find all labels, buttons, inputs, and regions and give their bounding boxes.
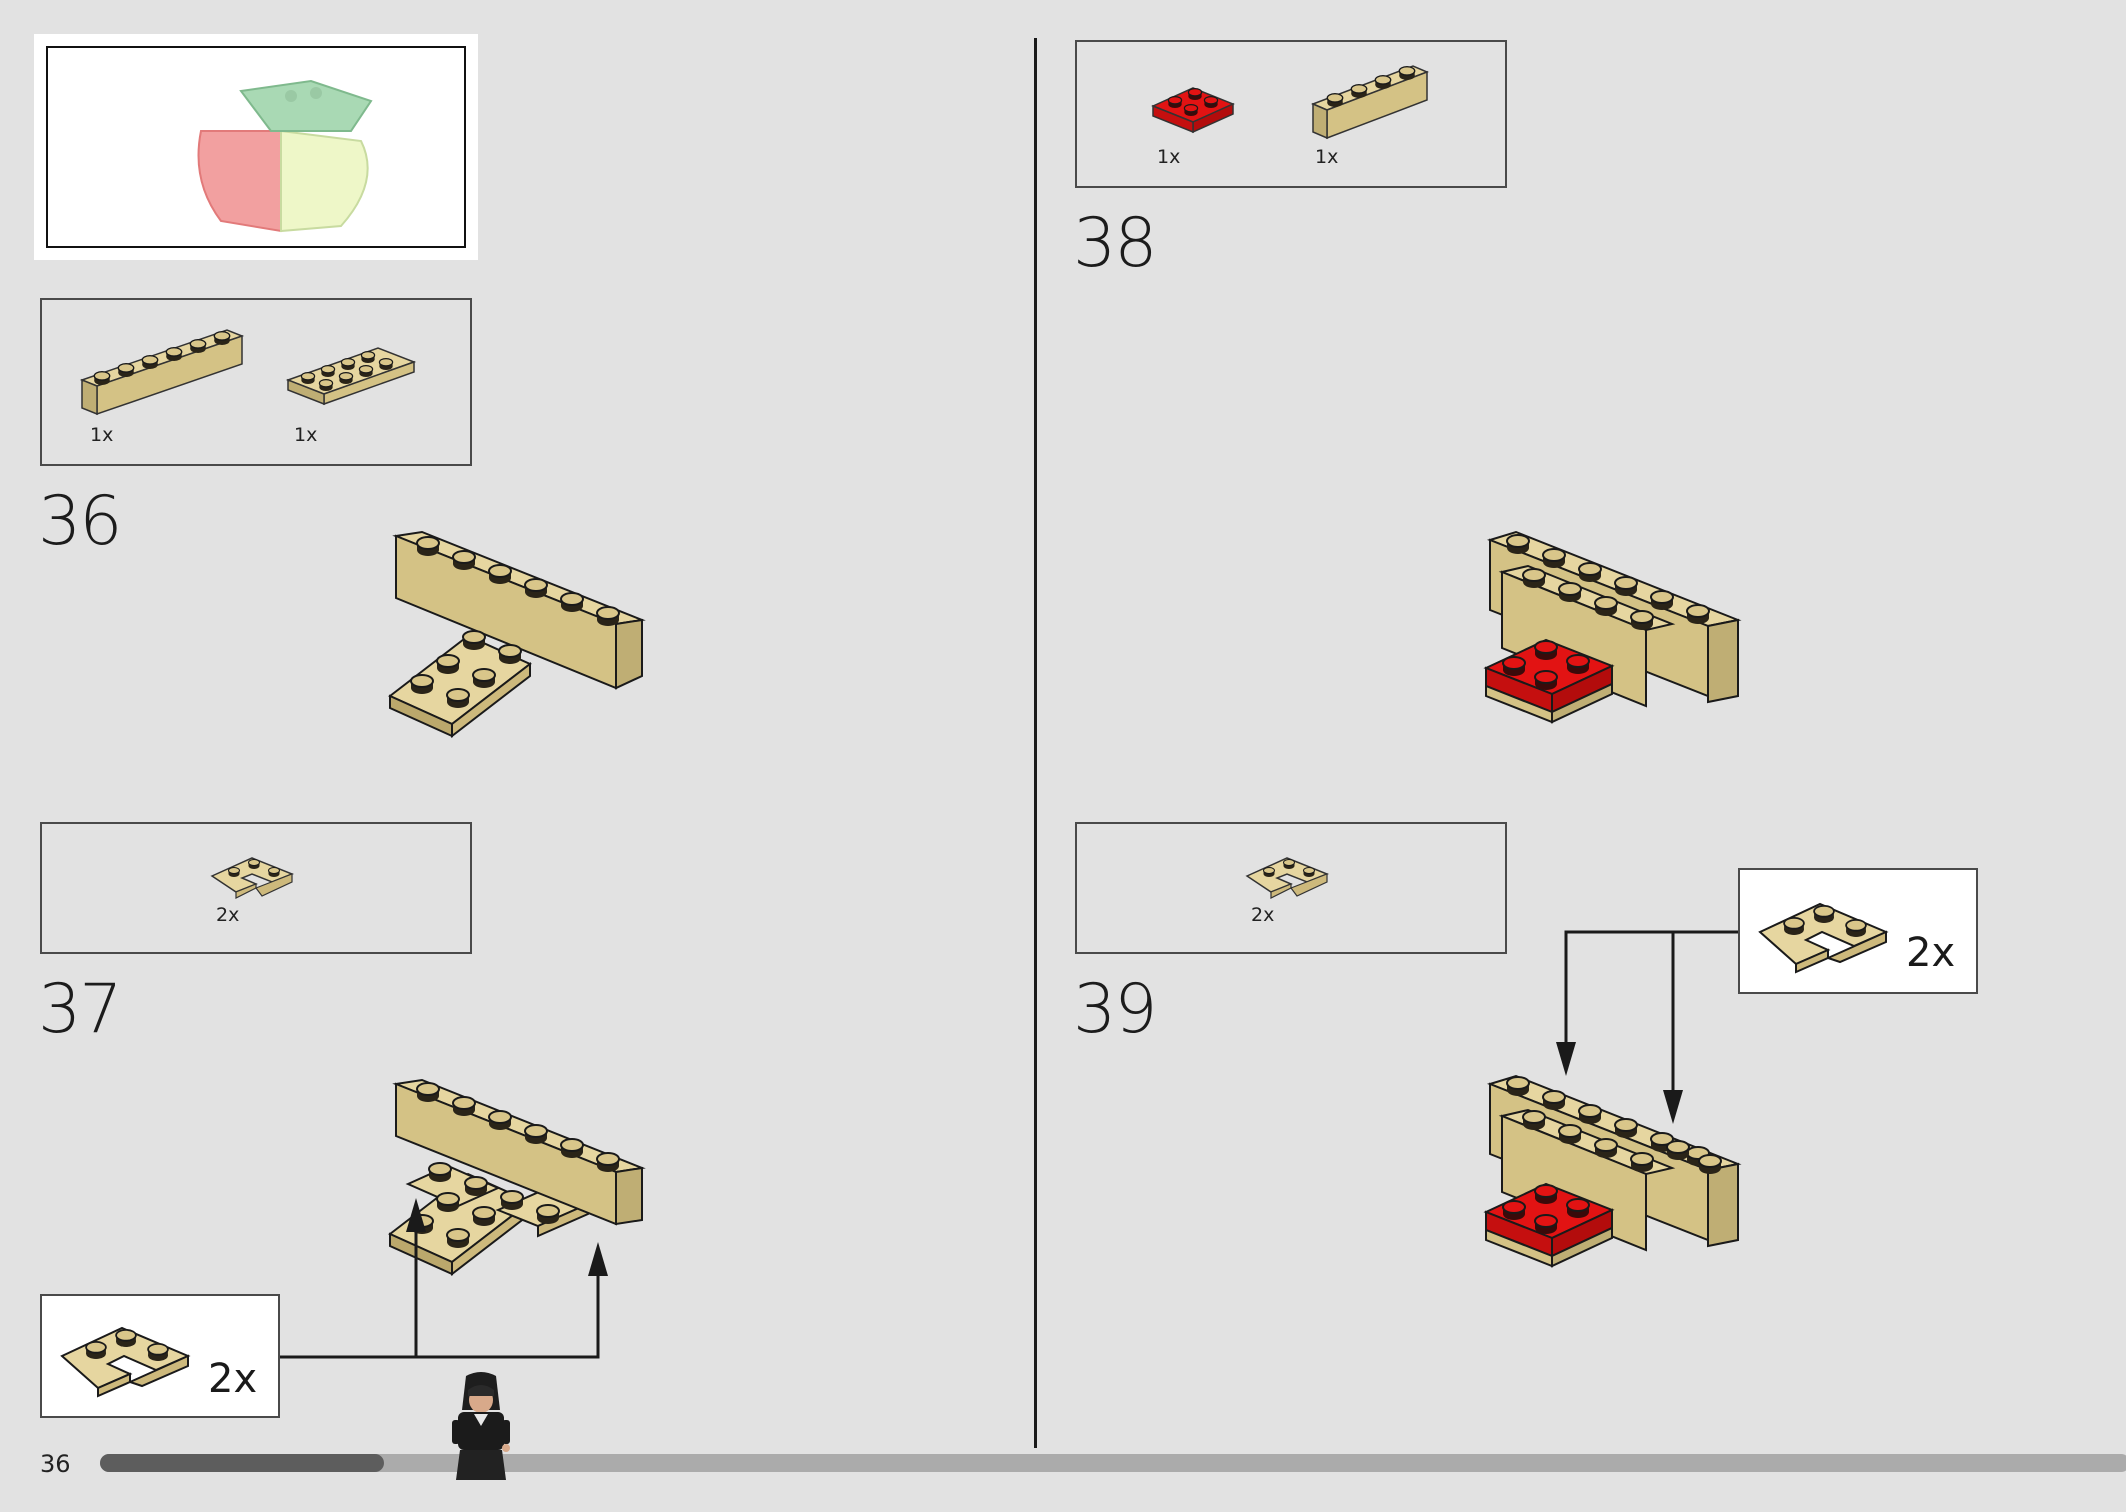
part-qty: 1x xyxy=(294,424,318,446)
callout-part-image xyxy=(60,1326,191,1398)
page-divider xyxy=(1034,38,1037,1448)
step-number-38: 38 xyxy=(1073,204,1158,283)
step-37-assembly-image xyxy=(388,1078,646,1277)
part-image-tan-1x6-brick xyxy=(79,329,245,416)
minifigure-progress-marker xyxy=(452,1372,510,1480)
parts-box-step-39: 2x xyxy=(1075,822,1507,954)
step-39-assembly-image xyxy=(1483,1074,1742,1268)
progress-bar-fill xyxy=(100,1454,384,1472)
callout-box-step-39: 2x xyxy=(1738,868,1978,994)
callout-qty: 2x xyxy=(208,1356,258,1402)
part-qty: 1x xyxy=(1157,146,1181,168)
parts-box-step-37: 2x xyxy=(40,822,472,954)
part-qty: 1x xyxy=(90,424,114,446)
part-qty: 2x xyxy=(1251,904,1275,926)
callout-qty: 2x xyxy=(1906,930,1956,976)
part-qty: 2x xyxy=(216,904,240,926)
model-preview xyxy=(40,40,472,254)
callout-part-image xyxy=(1758,902,1889,974)
step-38-assembly-image xyxy=(1483,530,1742,724)
part-qty: 1x xyxy=(1315,146,1339,168)
parts-box-step-36: 1x 1x xyxy=(40,298,472,466)
part-image-tan-corner-plate xyxy=(1245,857,1330,899)
preview-model-image xyxy=(197,79,373,233)
part-image-tan-1x4-brick xyxy=(1310,65,1430,140)
part-image-tan-2x4-plate xyxy=(285,347,417,406)
page-number: 36 xyxy=(40,1450,71,1478)
step-number-39: 39 xyxy=(1073,970,1158,1049)
part-image-red-2x2-plate xyxy=(1151,87,1235,134)
step-36-assembly-image xyxy=(388,530,646,739)
parts-box-step-38: 1x 1x xyxy=(1075,40,1507,188)
step-number-36: 36 xyxy=(38,482,123,561)
progress-bar-track xyxy=(100,1454,2126,1472)
step-number-37: 37 xyxy=(38,970,123,1049)
part-image-tan-corner-plate xyxy=(210,857,295,899)
callout-box-step-37: 2x xyxy=(40,1294,280,1418)
